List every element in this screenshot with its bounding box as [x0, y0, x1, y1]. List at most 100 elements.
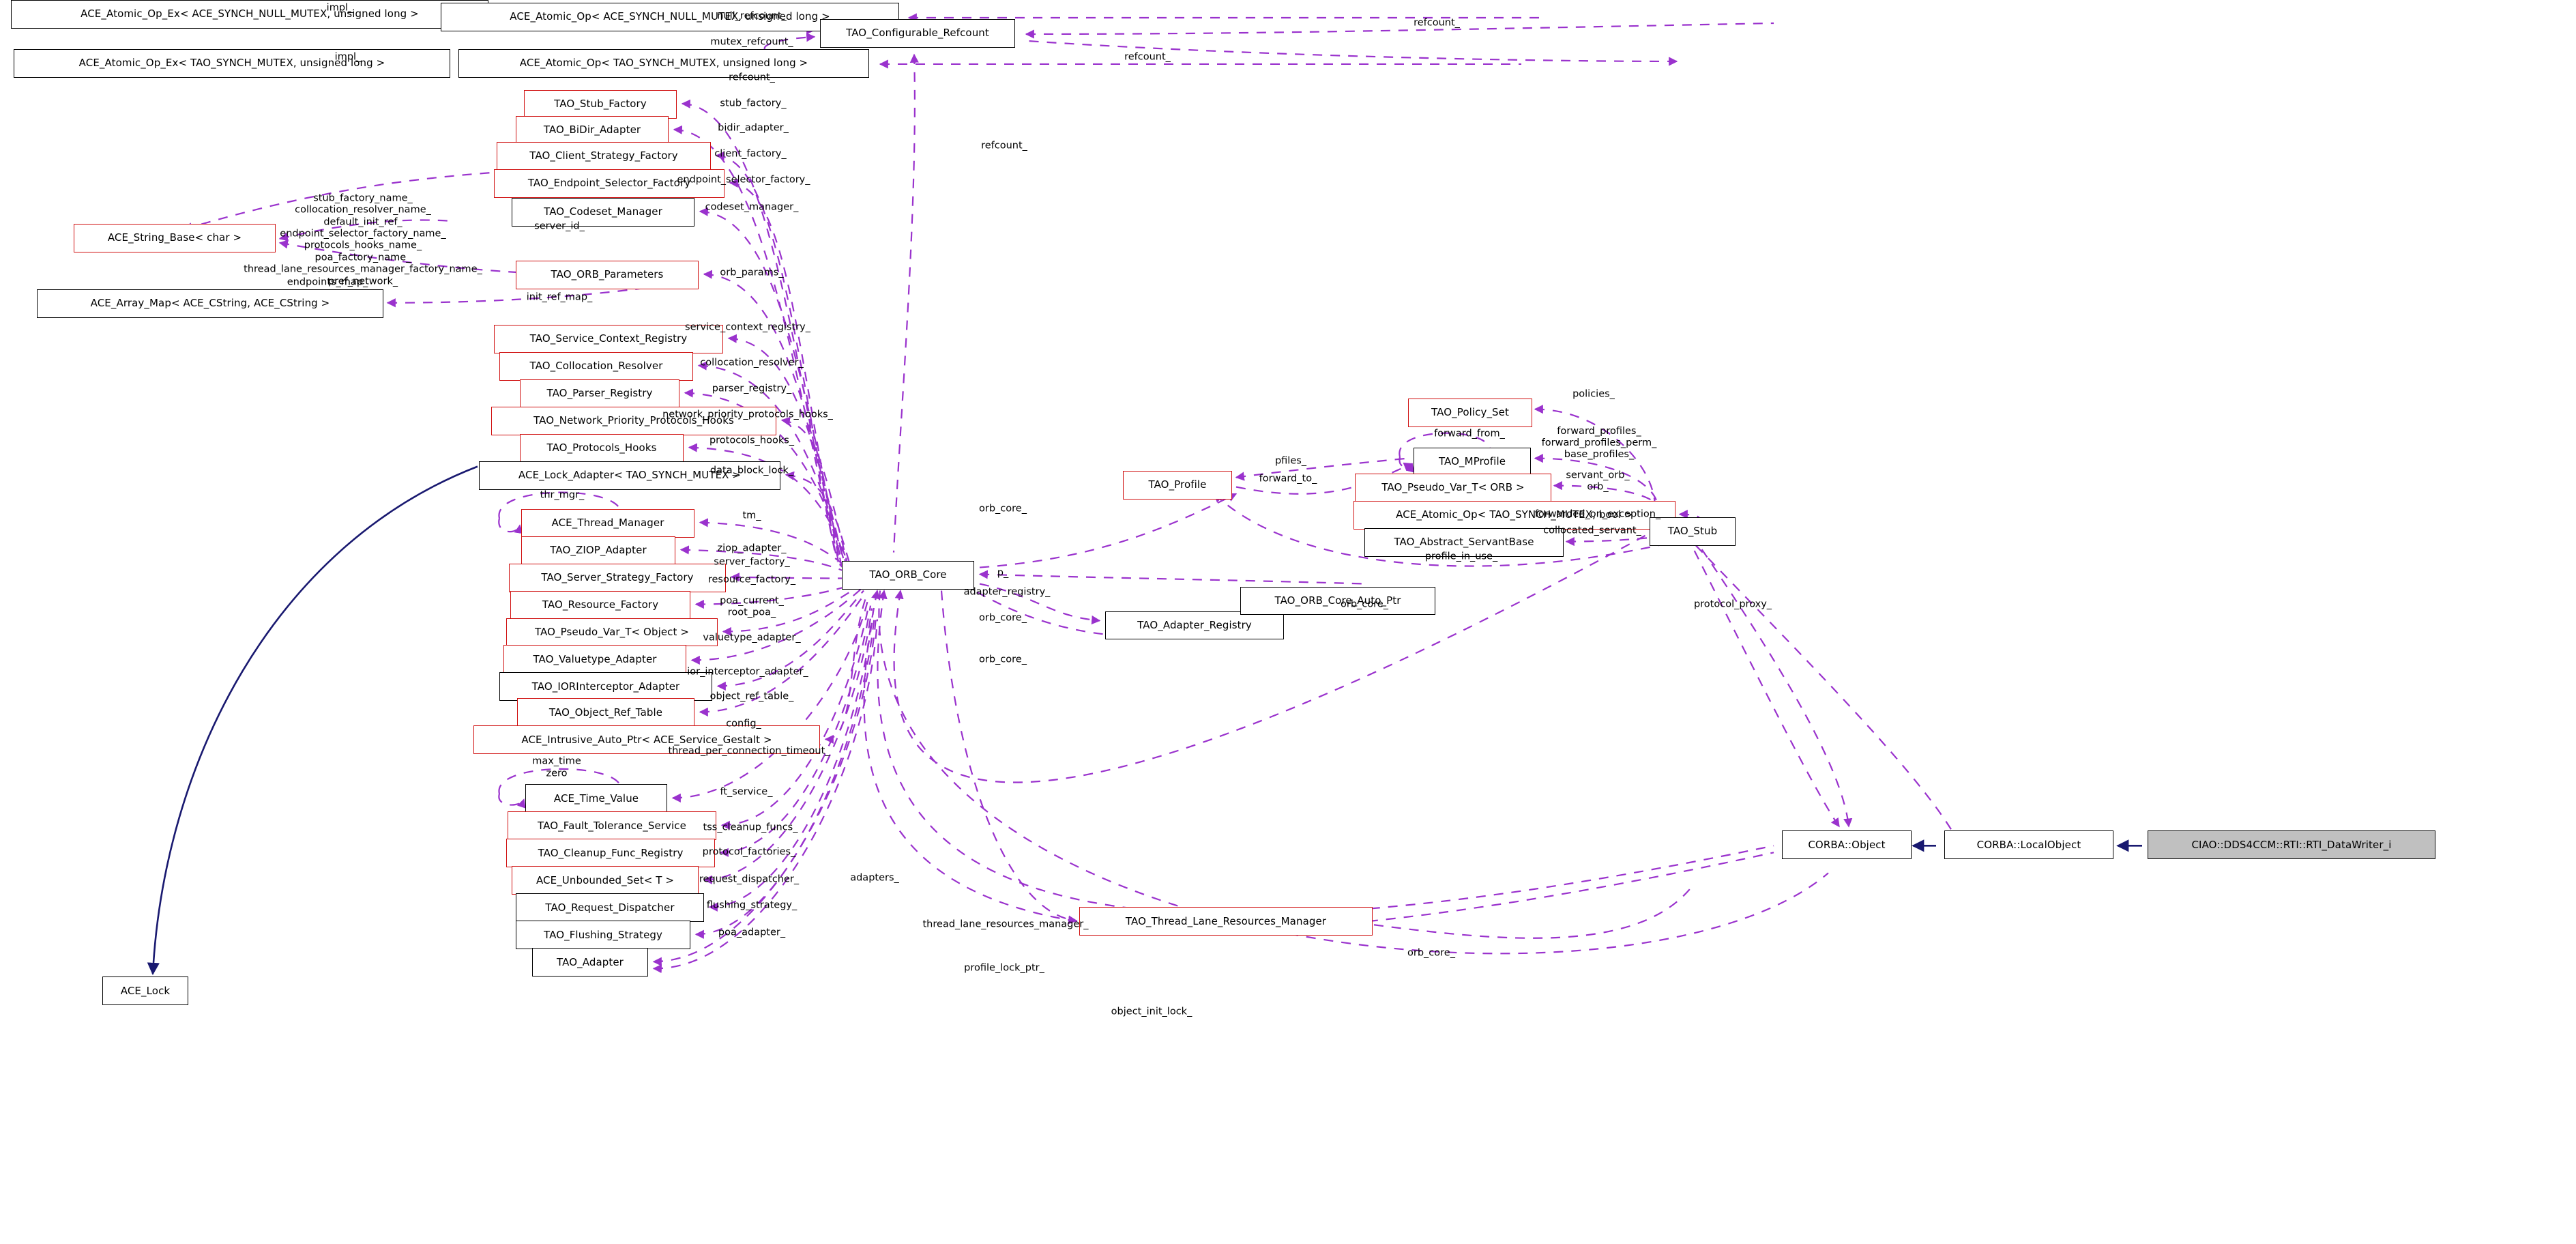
class-node[interactable]: TAO_ORB_Core — [842, 560, 974, 590]
class-node[interactable]: TAO_Stub — [1650, 517, 1736, 546]
edge-label: collocated_servant_ — [1543, 525, 1641, 536]
class-node[interactable]: TAO_IORInterceptor_Adapter — [499, 672, 712, 701]
class-node[interactable]: ACE_Thread_Manager — [521, 508, 694, 538]
class-node[interactable]: TAO_Abstract_ServantBase — [1364, 527, 1564, 557]
class-node[interactable]: ACE_Array_Map< ACE_CString, ACE_CString … — [37, 289, 383, 318]
edge-label: orb_core_ — [1407, 947, 1455, 959]
class-node[interactable]: TAO_ORB_Parameters — [516, 260, 699, 289]
class-node[interactable]: ACE_String_Base< char > — [74, 223, 276, 252]
class-node[interactable]: TAO_Pseudo_Var_T< Object > — [506, 618, 718, 647]
class-node[interactable]: CIAO::DDS4CCM::RTI::RTI_DataWriter_i — [2148, 830, 2435, 860]
class-node[interactable]: TAO_MProfile — [1414, 447, 1531, 476]
edge-label: profile_in_use_ — [1424, 550, 1498, 562]
edge-label: orb_params_ — [720, 267, 784, 278]
edge-label: orb_core_ — [1341, 598, 1388, 609]
edge-label: config_ — [726, 718, 761, 729]
edge-label: endpoint_selector_factory_ — [677, 174, 810, 186]
class-node[interactable]: TAO_Fault_Tolerance_Service — [508, 811, 716, 841]
edge-label: forwarded_on_exception_ — [1534, 508, 1661, 520]
class-node[interactable]: ACE_Atomic_Op< TAO_SYNCH_MUTEX, unsigned… — [458, 48, 869, 78]
class-node[interactable]: TAO_Thread_Lane_Resources_Manager — [1079, 907, 1373, 936]
class-node[interactable]: TAO_Adapter_Registry — [1105, 611, 1284, 640]
edge-label: poa_adapter_ — [718, 927, 786, 938]
class-node[interactable]: CORBA::Object — [1782, 830, 1912, 860]
edge-label: resource_factory_ — [707, 573, 796, 585]
class-node[interactable]: TAO_Client_Strategy_Factory — [497, 141, 711, 171]
edge-label: thread_lane_resources_manager_ — [922, 918, 1089, 930]
class-node[interactable]: ACE_Atomic_Op_Ex< TAO_SYNCH_MUTEX, unsig… — [14, 48, 450, 78]
class-node[interactable]: TAO_BiDir_Adapter — [516, 115, 669, 145]
class-node[interactable]: TAO_Protocols_Hooks — [520, 433, 684, 463]
edge-label: mutex_refcount_ — [710, 36, 793, 48]
class-node[interactable]: ACE_Atomic_Op< TAO_SYNCH_MUTEX, bool > — [1353, 500, 1675, 530]
class-node[interactable]: TAO_Network_Priority_Protocols_Hooks — [491, 406, 776, 435]
edge-label: orb_core_ — [979, 503, 1027, 515]
edge-label: forward_from_ — [1434, 428, 1505, 439]
class-node[interactable]: ACE_Unbounded_Set< T > — [512, 866, 699, 895]
edge-label: protocol_factories_ — [702, 846, 796, 858]
edge-label: adapter_registry_ — [963, 585, 1051, 597]
class-node[interactable]: TAO_ZIOP_Adapter — [521, 536, 675, 565]
edge-label: impl_ — [326, 2, 353, 14]
class-node[interactable]: ACE_Lock_Adapter< TAO_SYNCH_MUTEX > — [479, 461, 780, 490]
edge-label: flushing_strategy_ — [706, 899, 797, 911]
edge-label: servant_orb_orb_ — [1566, 469, 1630, 493]
edge-label: adapters_ — [850, 872, 899, 884]
class-node[interactable]: TAO_Policy_Set — [1408, 398, 1532, 427]
edge-label: collocation_resolver_ — [700, 357, 804, 368]
class-node[interactable]: TAO_Endpoint_Selector_Factory — [494, 169, 724, 198]
edge-label: protocols_hooks_ — [709, 435, 795, 446]
edge-label: poa_current_root_poa_ — [720, 595, 784, 618]
class-node[interactable]: TAO_Server_Strategy_Factory — [509, 563, 726, 592]
edge-label: forward_to_ — [1259, 473, 1317, 484]
edge-label: service_context_registry_ — [685, 321, 810, 333]
edge-label: client_factory_ — [714, 148, 787, 160]
edge-label: codeset_manager_ — [705, 201, 799, 213]
edge-label: bidir_adapter_ — [718, 122, 789, 134]
class-node[interactable]: TAO_Valuetype_Adapter — [503, 645, 686, 674]
class-node[interactable]: TAO_Configurable_Refcount — [820, 18, 1015, 48]
edge-label: parser_registry_ — [712, 383, 792, 394]
class-node[interactable]: TAO_Resource_Factory — [510, 590, 690, 620]
edge-label: pfiles_ — [1274, 455, 1307, 467]
class-node[interactable]: ACE_Time_Value — [525, 784, 667, 813]
edge-label: null_refcount_ — [717, 10, 787, 22]
class-node[interactable]: TAO_Codeset_Manager — [512, 197, 694, 227]
class-node[interactable]: ACE_Lock — [102, 977, 188, 1006]
class-node[interactable]: TAO_Cleanup_Func_Registry — [506, 839, 715, 868]
class-node[interactable]: ACE_Intrusive_Auto_Ptr< ACE_Service_Gest… — [473, 725, 820, 755]
edge-label: thread_per_connection_timeout_ — [668, 745, 830, 757]
edge-label: orb_core_ — [979, 611, 1027, 623]
class-node[interactable]: TAO_Request_Dispatcher — [516, 893, 704, 923]
class-node[interactable]: TAO_Collocation_Resolver — [499, 351, 693, 381]
edge-label: profile_lock_ptr_ — [964, 962, 1044, 974]
edge-label: object_ref_table_ — [709, 691, 794, 702]
class-node[interactable]: ACE_Atomic_Op_Ex< ACE_SYNCH_NULL_MUTEX, … — [11, 0, 488, 29]
class-node[interactable]: TAO_Flushing_Strategy — [516, 921, 690, 950]
edge-label: p_ — [997, 566, 1009, 578]
class-node[interactable]: TAO_Stub_Factory — [524, 89, 677, 119]
edge-label: forward_profiles_forward_profiles_perm_b… — [1541, 425, 1657, 461]
class-node[interactable]: TAO_ORB_Core_Auto_Ptr — [1240, 586, 1435, 616]
class-node[interactable]: CORBA::LocalObject — [1944, 830, 2113, 860]
edge-label: server_factory_ — [714, 555, 790, 567]
class-node[interactable]: TAO_Parser_Registry — [520, 379, 679, 408]
edge-label: server_id_ — [534, 220, 585, 232]
edge-label: refcount_ — [1124, 51, 1171, 63]
edge-label: network_priority_protocols_hooks_ — [662, 409, 833, 420]
class-node[interactable]: TAO_Profile — [1123, 470, 1232, 500]
edge-label: impl_ — [334, 51, 362, 63]
edge-label: object_init_lock_ — [1111, 1006, 1192, 1017]
class-node[interactable]: TAO_Adapter — [532, 948, 648, 977]
edge-label: refcount_ — [981, 140, 1027, 151]
class-node[interactable]: TAO_Service_Context_Registry — [494, 324, 723, 353]
edge-label: init_ref_map_ — [526, 291, 593, 303]
class-node[interactable]: TAO_Pseudo_Var_T< ORB > — [1355, 473, 1551, 502]
edge-label: stub_factory_ — [720, 98, 787, 109]
edge-label: refcount_ — [729, 72, 775, 83]
edge-label: protocol_proxy_ — [1693, 598, 1772, 609]
edge-label: orb_core_ — [979, 654, 1027, 665]
class-node[interactable]: TAO_Object_Ref_Table — [517, 698, 694, 727]
